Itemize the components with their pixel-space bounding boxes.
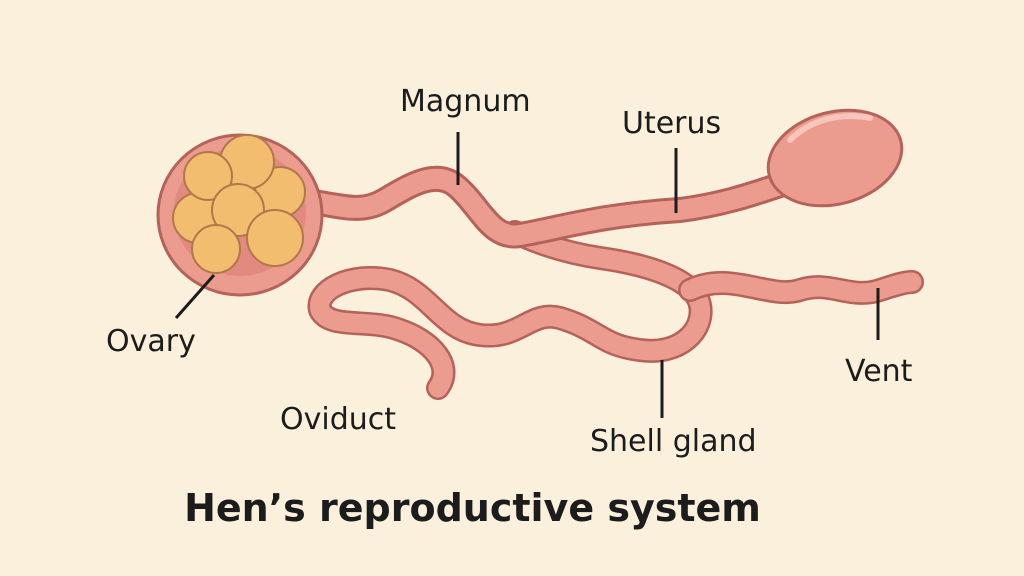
- yolk-follicle: [191, 224, 241, 274]
- label-vent: Vent: [845, 354, 913, 389]
- yolk-follicle: [246, 209, 304, 267]
- label-ovary: Ovary: [106, 324, 196, 359]
- label-oviduct: Oviduct: [280, 402, 397, 437]
- yolk-follicles: [172, 134, 306, 274]
- oviduct-tube: [307, 220, 713, 400]
- label-magnum: Magnum: [400, 84, 531, 119]
- uterus-highlight: [787, 113, 873, 143]
- label-shell-gland: Shell gland: [590, 424, 757, 459]
- diagram-title: Hen’s reproductive system: [184, 486, 761, 530]
- label-uterus: Uterus: [622, 106, 722, 141]
- leader-line-ovary: [174, 274, 216, 319]
- yolk-follicle: [183, 151, 233, 201]
- uterus-bulb: [766, 108, 904, 208]
